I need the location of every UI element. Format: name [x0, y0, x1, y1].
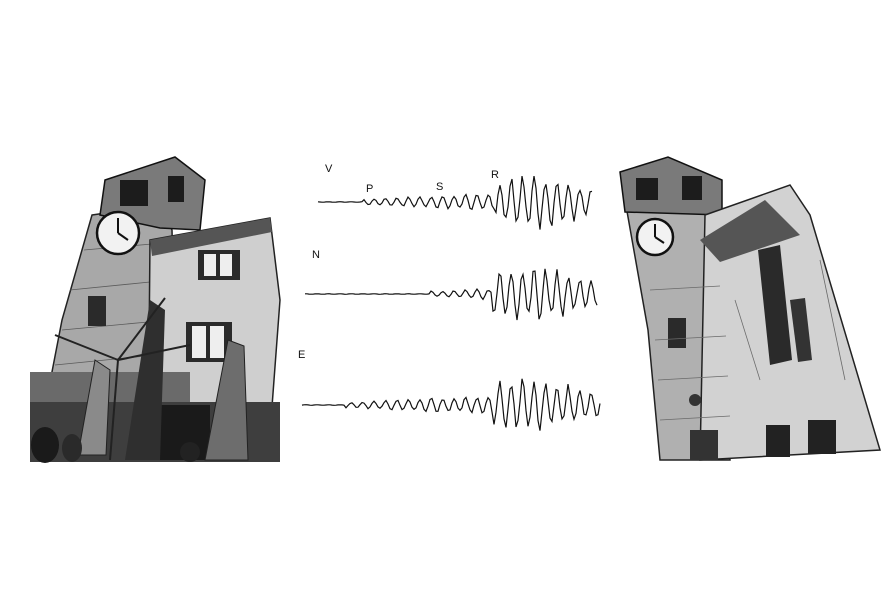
right-damaged-clock-tower-photo: [619, 156, 881, 461]
trace-label-east: E: [298, 349, 305, 361]
seismogram-trace-vertical: [317, 175, 593, 230]
seismogram-trace-east: [301, 378, 601, 431]
seismogram-trace-north: [305, 268, 598, 321]
trace-label-vertical: V: [325, 163, 333, 175]
clock-face-icon: [635, 217, 675, 257]
seismogram: V N E P S R: [298, 163, 601, 431]
phase-label-r: R: [491, 169, 499, 181]
trace-label-north: N: [312, 249, 320, 261]
phase-label-p: P: [366, 183, 373, 195]
left-clock-tower-photo: [30, 156, 281, 463]
clock-face-icon: [95, 210, 141, 256]
phase-label-s: S: [436, 181, 443, 193]
